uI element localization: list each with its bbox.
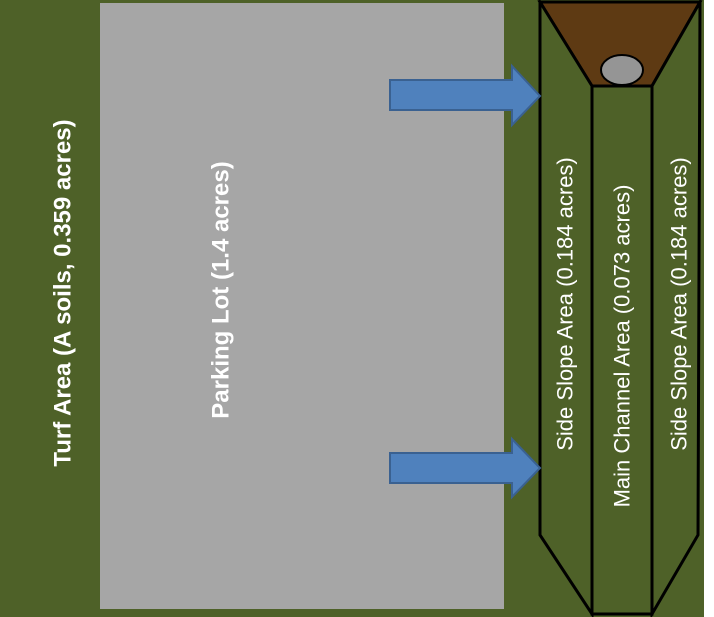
turf-area-label: Turf Area (A soils, 0.359 acres)	[50, 119, 77, 466]
flow-arrow-icon	[389, 63, 542, 128]
side-slope-left-label: Side Slope Area (0.184 acres)	[553, 157, 578, 451]
pipe-icon	[600, 54, 644, 86]
main-channel-label: Main Channel Area (0.073 acres)	[610, 185, 635, 508]
flow-arrow-icon	[389, 436, 542, 500]
side-slope-right-label: Side Slope Area (0.184 acres)	[667, 157, 692, 451]
parking-lot-label: Parking Lot (1.4 acres)	[208, 161, 235, 418]
main-channel-region	[590, 84, 654, 616]
